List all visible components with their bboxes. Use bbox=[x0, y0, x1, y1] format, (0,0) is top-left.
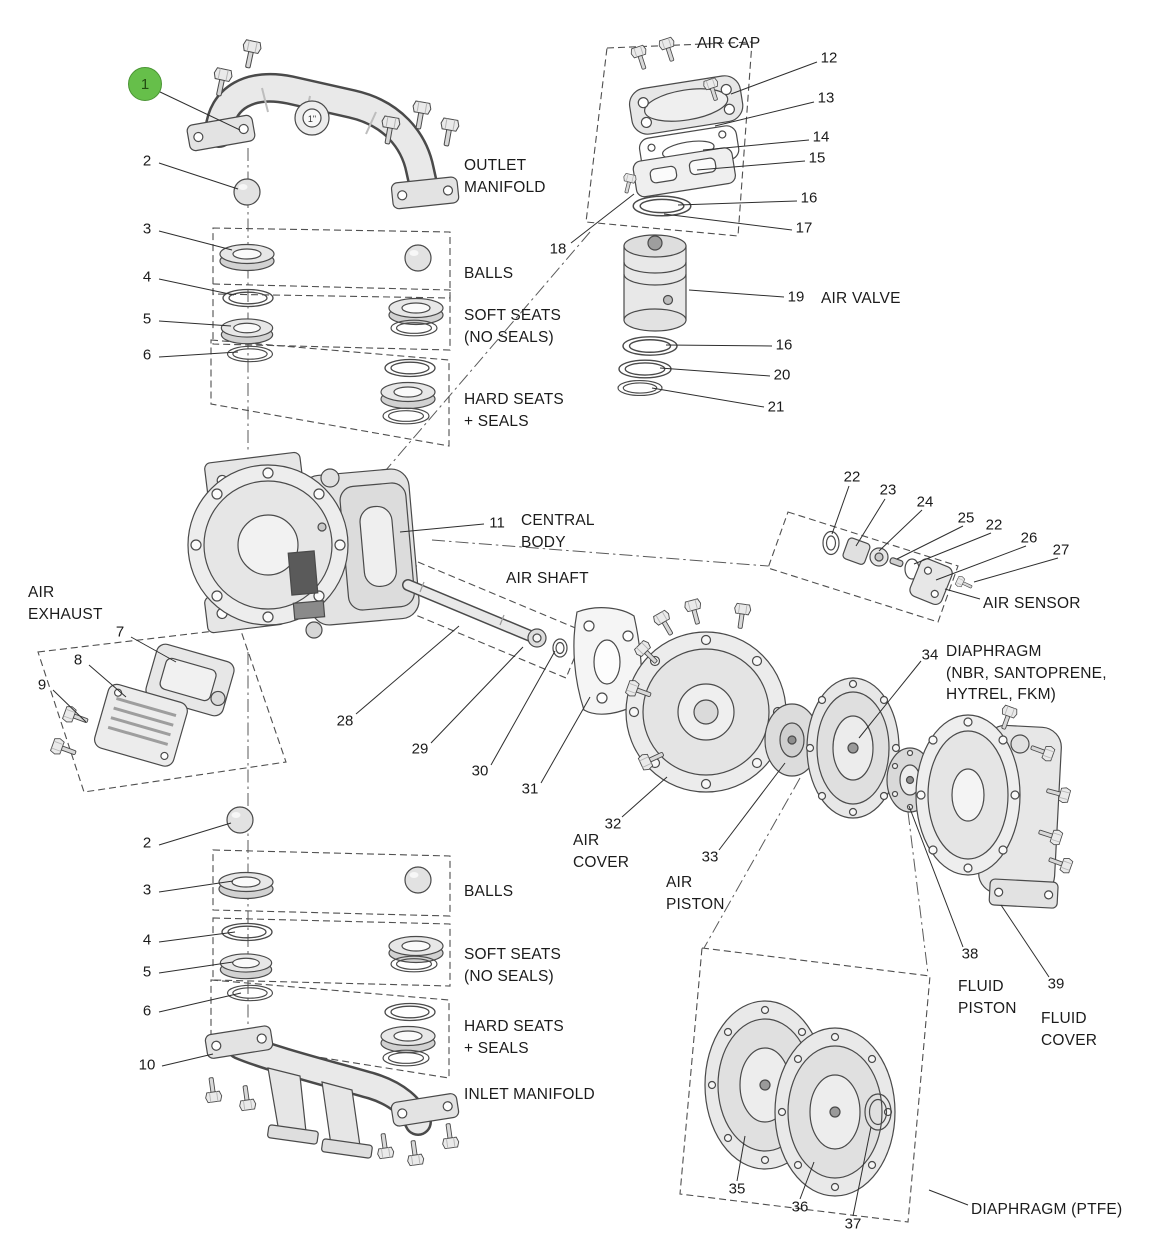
air-cover-gasket-drawing bbox=[573, 607, 643, 715]
upper-valve-parts-drawing bbox=[219, 178, 444, 425]
group-box-balls-lower bbox=[212, 849, 451, 917]
group-boxes bbox=[37, 41, 959, 1223]
diaphragm-nbr-drawing bbox=[805, 677, 901, 819]
central-body-drawing bbox=[187, 451, 420, 639]
fluid-cover-drawing bbox=[915, 704, 1074, 909]
air-piston-drawing bbox=[764, 703, 820, 777]
group-box-air-sensor bbox=[767, 511, 959, 623]
lower-valve-parts-drawing bbox=[218, 806, 444, 1067]
air-exhaust-drawing bbox=[49, 643, 235, 767]
air-shaft-drawing bbox=[402, 579, 568, 658]
group-box-soft-seats-lower bbox=[212, 917, 451, 987]
leader-lines bbox=[52, 61, 1059, 1217]
outlet-manifold-drawing: 1" bbox=[186, 38, 461, 210]
air-sensor-drawing bbox=[822, 530, 975, 606]
diaphragm-ptfe-drawing bbox=[704, 1000, 896, 1197]
air-cover-drawing bbox=[624, 597, 787, 793]
group-box-air-exhaust bbox=[37, 627, 287, 793]
inlet-manifold-drawing bbox=[202, 1025, 460, 1167]
group-box-hard-seats-lower bbox=[210, 979, 450, 1079]
air-cap-drawing bbox=[619, 36, 744, 217]
air-valve-drawing bbox=[617, 234, 687, 397]
group-box-diaphragm-ptfe bbox=[679, 947, 931, 1223]
casting-size-mark: 1" bbox=[308, 114, 316, 124]
group-box-air-cap bbox=[585, 41, 753, 237]
group-box-soft-seats-upper bbox=[212, 283, 451, 351]
group-box-hard-seats-upper bbox=[210, 339, 450, 447]
